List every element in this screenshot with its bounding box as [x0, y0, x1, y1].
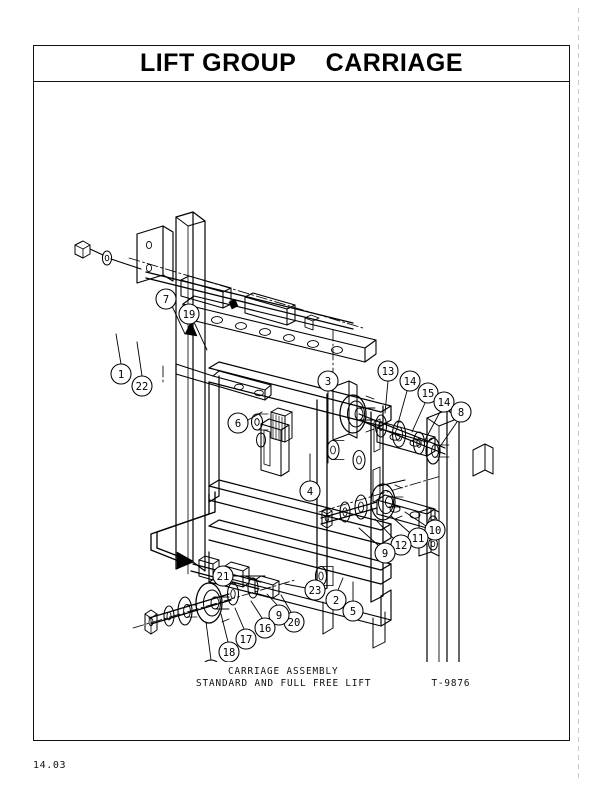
callout-label: 6	[235, 418, 241, 430]
callout-label: 9	[382, 548, 388, 560]
callout-label: 4	[307, 486, 313, 498]
callout-layer: 1 22 7 19 6	[110, 288, 472, 662]
callout-label: 1	[118, 369, 124, 381]
callout-label: 11	[412, 533, 425, 545]
callout-label: 10	[429, 525, 442, 537]
trim-registration-line	[578, 8, 579, 778]
callout-label: 17	[240, 634, 253, 646]
callout-label: 3	[325, 376, 331, 388]
callout-10: 10	[404, 511, 446, 541]
callout-label: 20	[288, 617, 301, 629]
callout-label: 23	[309, 585, 322, 597]
centre-clevis-plates	[260, 407, 293, 477]
callout-19: 19	[178, 303, 208, 351]
callout-9-left: 9	[204, 621, 218, 662]
callout-label: 15	[422, 388, 435, 400]
carriage-bottom-platform	[208, 551, 392, 649]
drawing-caption: CARRIAGE ASSEMBLY STANDARD AND FULL FREE…	[196, 666, 516, 690]
angle-bracket-plate	[175, 363, 272, 401]
page-title: LIFT GROUP CARRIAGE	[139, 48, 464, 77]
callout-label: 16	[259, 623, 272, 635]
callout-23: 23	[284, 579, 326, 601]
callout-label: 8	[458, 407, 464, 419]
callout-9-lower: 9	[266, 593, 290, 626]
carriage-lower-bushings	[250, 413, 366, 587]
title-bar: LIFT GROUP CARRIAGE	[33, 45, 570, 82]
callout-17: 17	[234, 607, 257, 650]
callout-2: 2	[325, 577, 347, 611]
callout-21: 21	[212, 565, 266, 587]
callout-8: 8	[438, 401, 472, 449]
callout-18: 18	[218, 613, 240, 662]
drawing-number: T-9876	[431, 678, 471, 689]
technical-drawing: 1 22 7 19 6	[33, 82, 570, 662]
callout-4: 4	[299, 453, 321, 502]
callout-label: 14	[404, 376, 417, 388]
callout-label: 18	[223, 647, 236, 659]
caption-line-2: STANDARD AND FULL FREE LIFT	[196, 678, 372, 689]
upper-cross-bar	[182, 295, 377, 363]
callout-9-middle: 9	[358, 527, 396, 564]
middle-roller-stack	[320, 479, 406, 529]
callout-label: 19	[183, 309, 196, 321]
callout-6: 6	[227, 411, 263, 434]
callout-label: 7	[163, 294, 169, 306]
callout-14-upper: 14	[396, 370, 421, 428]
callout-label: 12	[395, 540, 408, 552]
tie-rod-assembly	[74, 225, 354, 331]
page-number: 14.03	[33, 760, 67, 771]
callout-14-lower: 14	[423, 391, 455, 443]
callout-16: 16	[250, 600, 276, 639]
callout-15: 15	[411, 382, 439, 433]
callout-label: 22	[136, 381, 149, 393]
callout-3: 3	[317, 370, 339, 464]
upper-roller-stack	[332, 380, 494, 477]
callout-22: 22	[131, 341, 153, 397]
callout-label: 14	[438, 397, 451, 409]
callout-label: 2	[333, 595, 339, 607]
callout-label: 5	[350, 606, 356, 618]
callout-label: 21	[217, 571, 230, 583]
callout-13: 13	[377, 360, 399, 414]
callout-label: 13	[382, 366, 395, 378]
callout-1: 1	[110, 333, 132, 385]
caption-line-1: CARRIAGE ASSEMBLY	[228, 666, 339, 677]
callout-label: 9	[276, 610, 282, 622]
callout-12: 12	[374, 518, 412, 556]
carriage-main-frame	[208, 361, 392, 603]
callout-5: 5	[342, 581, 364, 622]
callout-7: 7	[155, 288, 186, 335]
